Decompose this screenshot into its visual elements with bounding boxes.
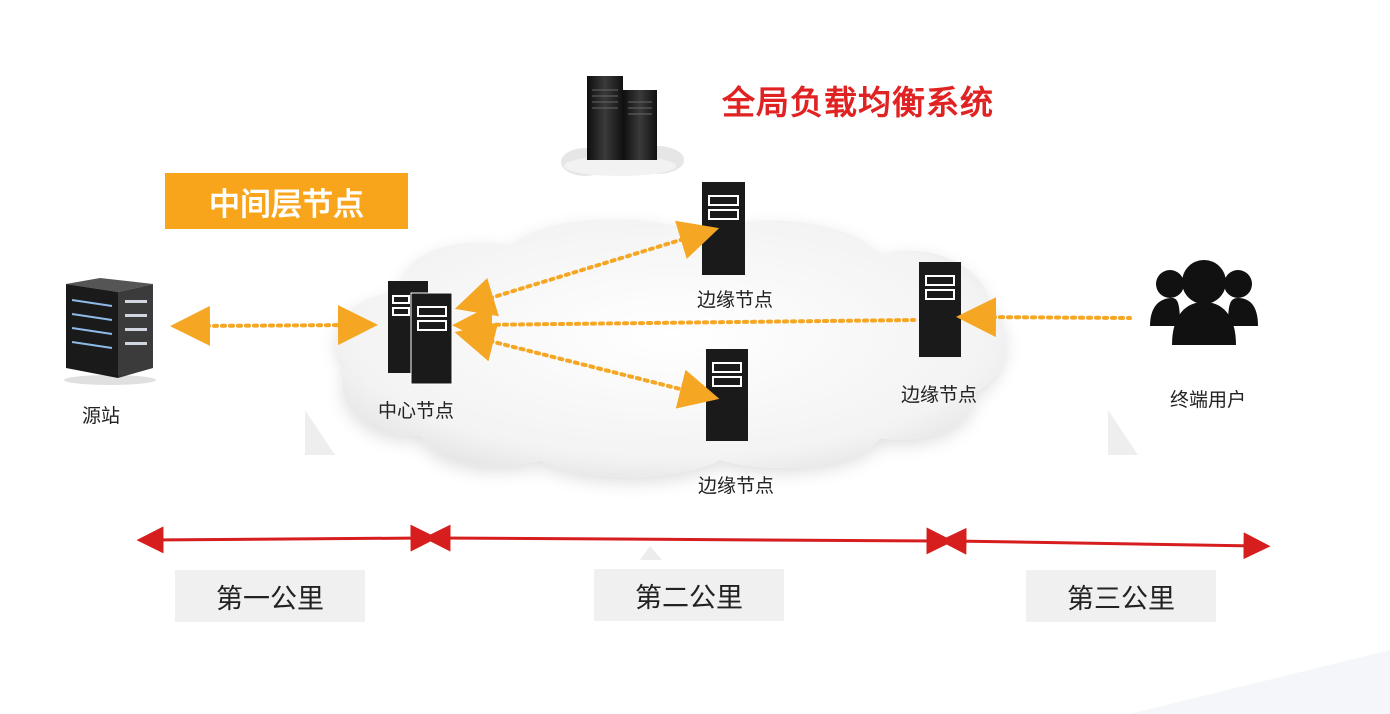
end-users-icon [1150, 260, 1258, 345]
edge-node-bottom-label: 边缘节点 [698, 475, 775, 497]
arrow-origin-center [170, 305, 378, 346]
pointer-shape-right [1108, 410, 1138, 455]
middle-layer-label: 中间层节点 [165, 173, 408, 229]
center-node-server-icon [388, 281, 453, 385]
edge-node-right-label: 边缘节点 [901, 384, 978, 406]
arrow-center-edge-top [454, 220, 720, 317]
arrow-center-edge-bottom [454, 322, 720, 409]
origin-server-icon [64, 278, 156, 385]
background-accent [1130, 650, 1390, 714]
second-mile-arrow [423, 524, 954, 555]
first-mile-box: 第一公里 [175, 570, 365, 622]
end-user-label: 终端用户 [1170, 389, 1247, 411]
gslb-server-icon [587, 76, 657, 160]
edge-node-top-server-icon [702, 182, 745, 275]
center-node-label: 中心节点 [378, 400, 455, 422]
third-mile-box: 第三公里 [1026, 570, 1216, 622]
pointer-shape-center [640, 546, 662, 560]
arrow-edge-right-user [956, 297, 1132, 338]
first-mile-arrow [136, 524, 438, 554]
second-mile-box: 第二公里 [594, 569, 784, 621]
origin-label: 源站 [82, 405, 121, 427]
gslb-title: 全局负载均衡系统 [722, 83, 994, 122]
pointer-shape-left [305, 410, 335, 455]
gslb-cloud [561, 140, 684, 176]
edge-node-top-label: 边缘节点 [697, 289, 774, 311]
edge-node-right-server-icon [919, 262, 961, 357]
edge-node-bottom-server-icon [706, 349, 748, 441]
third-mile-arrow [939, 527, 1271, 560]
